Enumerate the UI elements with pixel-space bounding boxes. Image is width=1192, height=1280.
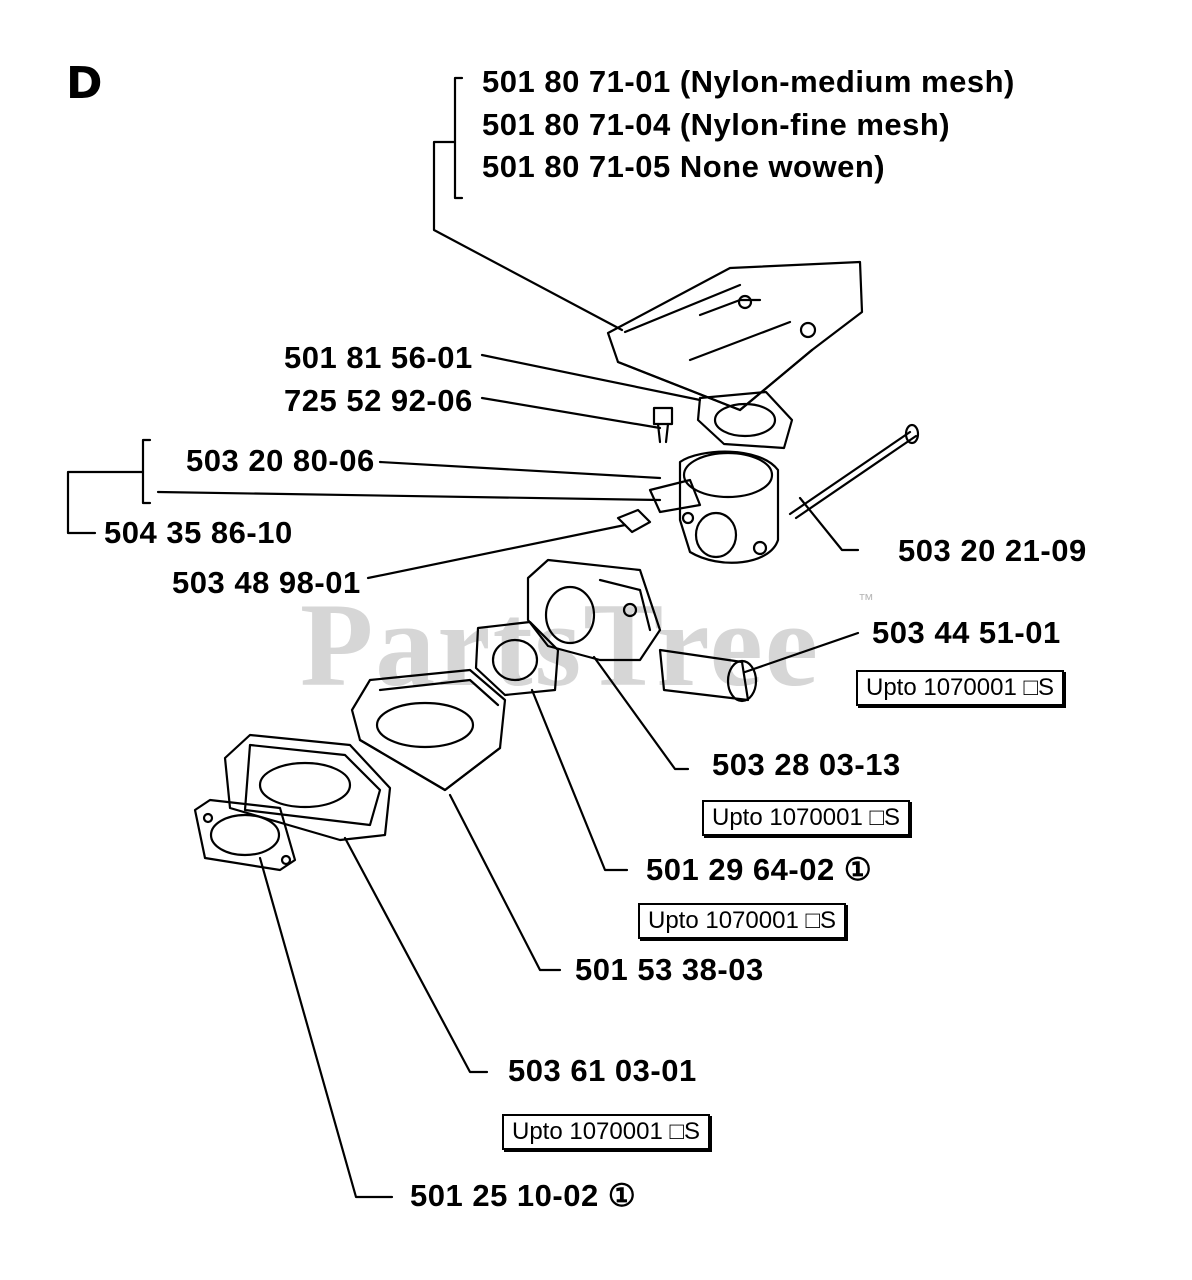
trademark-symbol: ™ xyxy=(858,592,874,609)
leader-bracket-left xyxy=(141,438,152,505)
air-filter-cover xyxy=(606,260,864,412)
leader-501-25-10-02 xyxy=(258,856,394,1199)
carburetor xyxy=(526,558,662,662)
part-501-80-71-05[interactable]: 501 80 71-05 None wowen) xyxy=(482,149,886,184)
part-725-52-92-06[interactable]: 725 52 92-06 xyxy=(284,383,473,418)
leader-501-29-64-02 xyxy=(530,688,629,872)
filter-bracket xyxy=(453,76,464,200)
part-503-48-98-01[interactable]: 503 48 98-01 xyxy=(172,565,361,600)
flange-gasket xyxy=(193,798,297,872)
leader-503-48-98-01 xyxy=(366,523,627,580)
leader-503-61-03-01 xyxy=(343,836,489,1074)
part-501-80-71-01[interactable]: 501 80 71-01 (Nylon-medium mesh) xyxy=(482,64,1015,99)
part-503-44-51-01[interactable]: 503 44 51-01 xyxy=(872,615,1061,650)
cover-gasket xyxy=(696,390,794,450)
intake-adapter xyxy=(648,450,780,564)
leader-501-81-56-01 xyxy=(480,353,702,402)
leader-503-20-80-06 xyxy=(378,460,662,480)
part-501-29-64-02[interactable]: 501 29 64-02 ① xyxy=(646,852,873,887)
note-upto-1070001-carburetor: Upto 1070001 □S xyxy=(702,800,910,836)
leader-725-52-92-06 xyxy=(480,396,662,430)
note-upto-1070001-boot: Upto 1070001 □S xyxy=(502,1114,710,1150)
note-upto-1070001-gasket: Upto 1070001 □S xyxy=(638,903,846,939)
part-503-20-21-09[interactable]: 503 20 21-09 xyxy=(898,533,1087,568)
part-504-35-86-10[interactable]: 504 35 86-10 xyxy=(104,515,293,550)
note-upto-1070001-fuel-filter: Upto 1070001 □S xyxy=(856,670,1064,706)
part-503-28-03-13[interactable]: 503 28 03-13 xyxy=(712,747,901,782)
leader-bracket-join xyxy=(66,470,145,535)
nut xyxy=(616,508,652,534)
carburetor-gasket xyxy=(474,620,560,697)
fuel-filter xyxy=(658,648,758,703)
leader-501-53-38-03 xyxy=(448,793,562,972)
part-501-25-10-02[interactable]: 501 25 10-02 ① xyxy=(410,1178,637,1213)
section-letter: D xyxy=(66,58,103,109)
part-503-61-03-01[interactable]: 503 61 03-01 xyxy=(508,1053,697,1088)
intake-manifold xyxy=(350,668,507,792)
filter-bracket-link xyxy=(432,140,624,332)
leader-503-44-51-01 xyxy=(743,631,860,674)
leader-503-20-21-09 xyxy=(798,496,860,552)
leader-504-35-86-10 xyxy=(156,490,662,502)
part-501-81-56-01[interactable]: 501 81 56-01 xyxy=(284,340,473,375)
screw xyxy=(652,406,674,444)
part-503-20-80-06[interactable]: 503 20 80-06 xyxy=(186,443,375,478)
leader-503-28-03-13 xyxy=(592,655,690,771)
long-screw xyxy=(788,423,920,520)
rubber-boot xyxy=(223,733,392,842)
part-501-80-71-04[interactable]: 501 80 71-04 (Nylon-fine mesh) xyxy=(482,107,951,142)
part-501-53-38-03[interactable]: 501 53 38-03 xyxy=(575,952,764,987)
